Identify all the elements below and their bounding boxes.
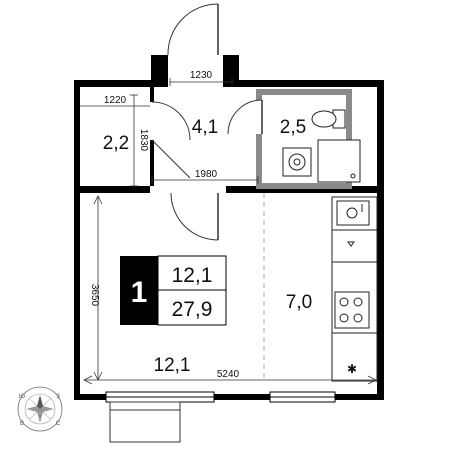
bathroom-door-swing: [227, 99, 263, 135]
storage-wall-bottom: [150, 140, 154, 186]
washing-machine-icon: [282, 147, 312, 177]
entrance-pillar-right: [223, 55, 239, 87]
badge-rooms-box: [120, 256, 158, 325]
room-width-label: 5240: [217, 369, 240, 380]
entrance-width-label: 1230: [190, 70, 213, 81]
left-wall: [74, 80, 80, 398]
toilet-icon: [311, 109, 346, 129]
badge-total-area: 27,9: [172, 298, 213, 321]
shower-icon: [317, 139, 361, 183]
counter-marker-icon: [347, 241, 355, 247]
kitchen-counter: [331, 196, 378, 382]
storage-door: [151, 101, 191, 179]
bathroom-area: 2,5: [280, 117, 306, 138]
dimension-labels: 1230 1220 1830 1980 3650 5240: [89, 70, 240, 380]
compass-label-n: Ю: [19, 394, 25, 400]
entrance-pillar-left: [151, 55, 168, 87]
kitchen: [331, 196, 378, 382]
entrance-door: [167, 3, 219, 56]
main-room-area: 12,1: [154, 355, 191, 376]
hall-area: 4,1: [192, 117, 218, 138]
bottom-wall: [74, 394, 384, 400]
compass-label-e: З: [56, 394, 60, 400]
top-wall-right: [232, 80, 384, 87]
storage-width-label: 1220: [104, 95, 127, 106]
sink-icon: [336, 200, 370, 226]
partition-left: [80, 186, 150, 193]
dimension-lines: [80, 78, 377, 385]
partition-right: [226, 186, 377, 193]
compass-label-s: С: [56, 421, 61, 427]
storage-area: 2,2: [103, 133, 129, 154]
apartment-badge: 1 12,1 27,9: [120, 255, 227, 326]
badge-rooms-count: 1: [131, 276, 148, 309]
right-wall: [377, 80, 384, 398]
windows: [105, 391, 336, 443]
cooktop-icon: [334, 291, 370, 329]
kitchen-area: 7,0: [286, 292, 312, 313]
storage-wall-top: [150, 87, 154, 102]
room-door-swing: [170, 192, 219, 241]
entrance-door-swing: [167, 3, 219, 56]
bathroom: [227, 89, 361, 189]
bathroom-walls: [256, 89, 352, 189]
room-areas: 4,1 2,5 2,2 7,0 12,1: [103, 117, 312, 376]
balcony: [109, 401, 181, 443]
bathroom-door-gap: [255, 100, 264, 134]
room-height-label: 3650: [89, 284, 100, 307]
compass-label-w: В: [20, 421, 24, 427]
exterior-walls: [74, 55, 384, 400]
fridge-snowflake-icon: ✱: [347, 362, 357, 376]
hall-length-label: 1980: [195, 169, 218, 180]
compass-icon: Ю З С В: [17, 386, 63, 432]
top-wall-left: [74, 80, 168, 87]
storage-door-leaf: [151, 139, 191, 179]
storage-height-label: 1830: [138, 129, 149, 152]
room-door: [170, 192, 219, 241]
badge-living-area: 12,1: [172, 264, 213, 287]
